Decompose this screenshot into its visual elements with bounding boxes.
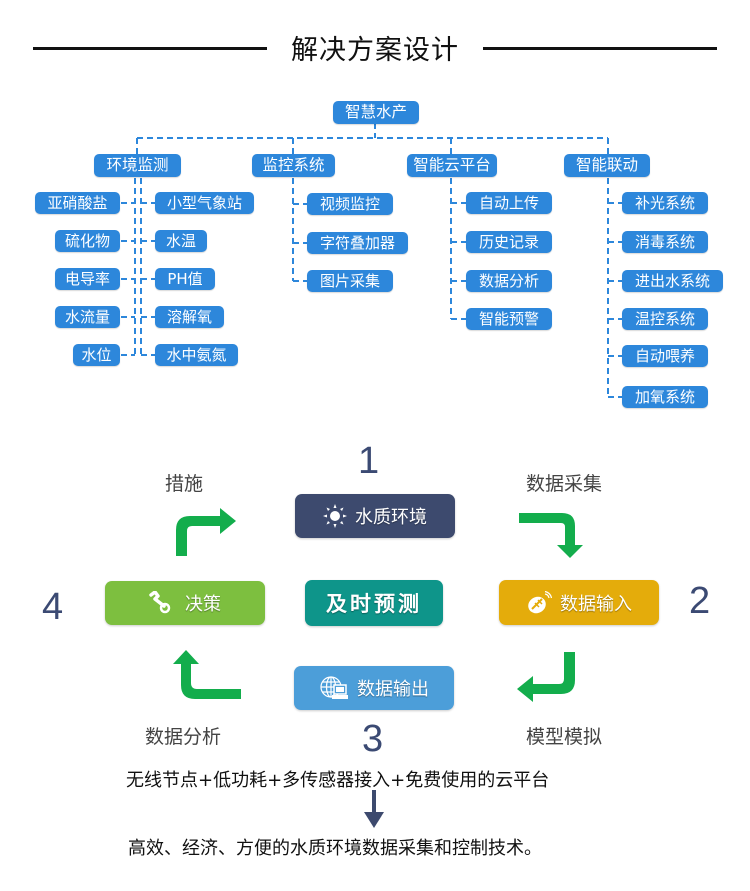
step-box-data-input: 数据输入 (499, 580, 659, 625)
linkage-item-fill-light: 补光系统 (622, 192, 708, 214)
env-item-water-temp: 水温 (155, 230, 207, 252)
arrow-water-quality-to-data-input (519, 513, 583, 558)
env-item-water-level: 水位 (73, 344, 120, 366)
linkage-item-oxygenation: 加氧系统 (622, 386, 708, 408)
step-box-decision: 决策 (105, 581, 265, 625)
tree-root-node: 智慧水产 (333, 101, 419, 124)
globe-computer-icon (319, 675, 349, 701)
category-env-monitoring: 环境监测 (94, 154, 181, 177)
step-label: 数据输入 (560, 593, 632, 615)
step-number-3: 3 (362, 718, 384, 760)
tree-connectors (121, 123, 622, 398)
transition-label-measures: 措施 (165, 473, 204, 495)
wrench-icon (149, 591, 171, 615)
title-divider-right (483, 47, 717, 50)
linkage-item-disinfection: 消毒系统 (622, 231, 708, 253)
step-number-2: 2 (689, 580, 711, 622)
cloud-item-data-analysis: 数据分析 (466, 270, 552, 292)
transition-label-data-collection: 数据采集 (526, 473, 603, 495)
section-title: 解决方案设计 (291, 35, 459, 66)
step-box-water-quality: 水质环境 (295, 494, 455, 538)
arrow-decision-to-water-quality (176, 508, 236, 556)
env-item-sulfide: 硫化物 (55, 230, 120, 252)
satellite-dish-icon (526, 590, 552, 615)
linkage-item-temp-control: 温控系统 (622, 308, 708, 330)
env-item-ammonia: 水中氨氮 (155, 344, 238, 366)
linkage-item-auto-feed: 自动喂养 (622, 345, 708, 367)
title-divider-left (33, 47, 267, 50)
center-label: 及时预测 (326, 592, 422, 616)
cloud-item-history: 历史记录 (466, 231, 552, 253)
category-smart-linkage: 智能联动 (564, 154, 650, 177)
env-item-dissolved-oxygen: 溶解氧 (155, 306, 224, 328)
category-cloud-platform: 智能云平台 (407, 154, 497, 177)
transition-label-model-simulation: 模型模拟 (526, 726, 603, 748)
step-label: 数据输出 (357, 679, 429, 700)
env-item-ph: PH值 (155, 268, 215, 290)
env-item-conductivity: 电导率 (55, 268, 120, 290)
step-box-data-output: 数据输出 (294, 666, 454, 710)
env-item-water-flow: 水流量 (55, 306, 120, 328)
down-arrow-icon (364, 790, 384, 828)
cloud-item-auto-upload: 自动上传 (466, 192, 552, 214)
step-label: 决策 (185, 594, 221, 615)
transition-label-data-analysis: 数据分析 (145, 726, 222, 748)
arrow-data-input-to-data-output (517, 652, 575, 702)
step-number-1: 1 (358, 440, 380, 482)
linkage-item-water-inout: 进出水系统 (622, 270, 723, 292)
cloud-item-smart-alert: 智能预警 (466, 308, 552, 330)
monitor-item-image-capture: 图片采集 (307, 270, 393, 292)
center-box-timely-prediction: 及时预测 (305, 580, 443, 626)
category-video-monitoring: 监控系统 (252, 154, 335, 177)
step-label: 水质环境 (355, 507, 427, 528)
env-item-nitrite: 亚硝酸盐 (35, 192, 120, 214)
step-number-4: 4 (42, 586, 64, 628)
monitor-item-char-overlay: 字符叠加器 (307, 232, 408, 254)
env-item-weather-station: 小型气象站 (155, 192, 254, 214)
summary-line-1: 无线节点+低功耗+多传感器接入+免费使用的云平台 (126, 770, 550, 791)
summary-line-2: 高效、经济、方便的水质环境数据采集和控制技术。 (128, 838, 542, 859)
monitor-item-video: 视频监控 (307, 193, 393, 215)
arrow-data-output-to-decision (173, 650, 241, 699)
sun-icon (323, 504, 347, 528)
